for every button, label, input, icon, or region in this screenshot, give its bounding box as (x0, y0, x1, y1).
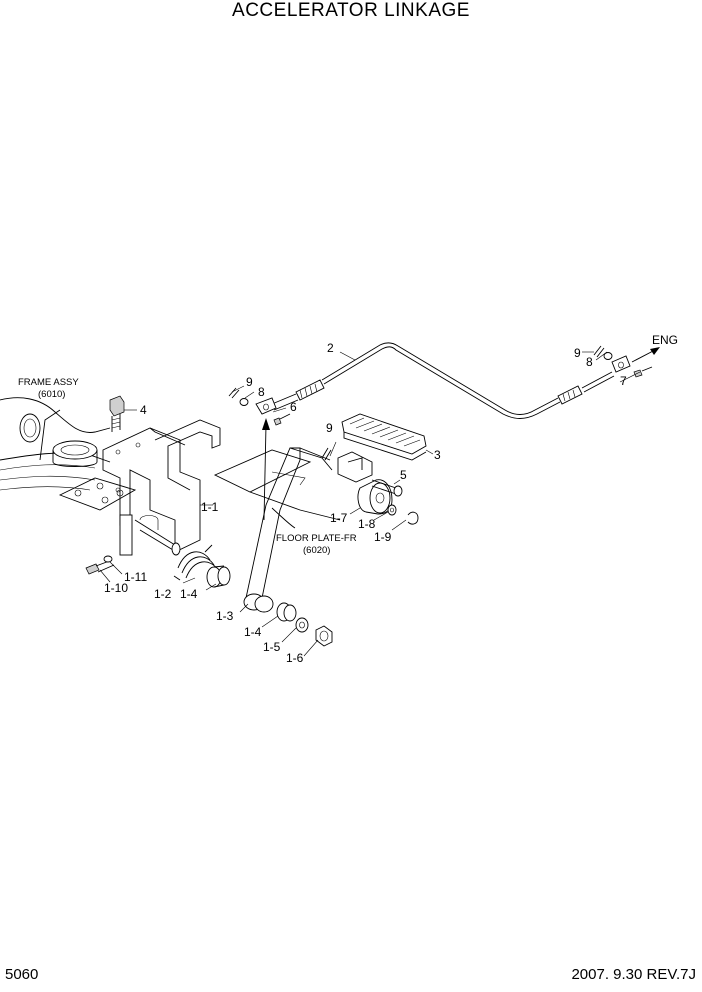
callout-9-left: 9 (246, 375, 253, 389)
callout-1-4-left: 1-4 (180, 587, 198, 601)
part-1-9-clip (407, 511, 419, 525)
callout-9-right: 9 (574, 346, 581, 360)
callout-1-3: 1-3 (216, 609, 234, 623)
callout-5: 5 (400, 468, 407, 482)
part-1-5-washer (295, 617, 309, 633)
part-7-pin (633, 366, 653, 378)
callout-1-8: 1-8 (358, 517, 376, 531)
part-4-bolt (109, 395, 125, 432)
callout-6: 6 (290, 400, 297, 414)
callout-1-9: 1-9 (374, 530, 392, 544)
part-8-washer-right (603, 352, 613, 360)
part-3-pedal (337, 413, 427, 483)
callout-3: 3 (434, 448, 441, 462)
ref-frame-assy-code: (6010) (38, 389, 65, 400)
arrow-up-cable-link (262, 418, 270, 521)
date-revision: 2007. 9.30 REV.7J (571, 966, 696, 983)
part-5-pin (371, 479, 403, 497)
callout-1-1: 1-1 (201, 500, 219, 514)
part-clevis-right (611, 355, 631, 373)
part-1-4-bushing-left (206, 565, 231, 588)
ref-eng: ENG (652, 333, 678, 347)
callout-4: 4 (140, 403, 147, 417)
part-1-3-pedal-arm (243, 447, 333, 613)
floor-plate (213, 449, 341, 521)
ref-floor-plate: FLOOR PLATE-FR (276, 533, 357, 544)
part-1-8-washer (387, 504, 397, 516)
callout-8-right: 8 (586, 355, 593, 369)
part-1-10-bolt (85, 555, 115, 575)
leader-lines (99, 351, 641, 657)
part-9-clip-pedal (321, 447, 332, 461)
part-2-cable (271, 342, 615, 419)
part-9-clip-right (593, 345, 605, 358)
callout-1-4-right: 1-4 (244, 625, 262, 639)
callout-1-11: 1-11 (124, 570, 147, 584)
frame-assy (0, 397, 137, 511)
callout-2: 2 (327, 341, 334, 355)
part-8-washer-left (239, 398, 249, 406)
part-1-4-bushing-right (276, 602, 297, 622)
ref-floor-plate-code: (6020) (303, 545, 330, 556)
callout-9-pedal: 9 (326, 421, 333, 435)
page-number: 5060 (5, 966, 39, 983)
page-title: ACCELERATOR LINKAGE (232, 0, 470, 21)
callout-1-7: 1-7 (330, 511, 348, 525)
callout-1-10: 1-10 (104, 581, 128, 595)
part-6-clevis-left (255, 397, 291, 426)
arrow-to-eng (631, 347, 660, 363)
callout-1-6: 1-6 (286, 651, 304, 665)
part-1-6-nut (315, 625, 333, 647)
callout-8-left: 8 (258, 385, 265, 399)
ref-frame-assy: FRAME ASSY (18, 377, 79, 388)
callout-7: 7 (620, 374, 627, 388)
callout-1-5: 1-5 (263, 640, 281, 654)
bracket-1-1 (102, 419, 221, 556)
callout-1-2: 1-2 (154, 587, 172, 601)
